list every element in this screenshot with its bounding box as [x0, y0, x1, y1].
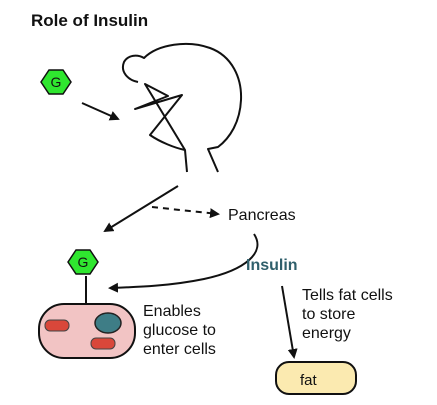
enables-line-1: Enables — [143, 303, 201, 320]
body-cell — [38, 303, 136, 359]
tells-line-3: energy — [302, 325, 351, 342]
insulin-label: Insulin — [246, 257, 298, 274]
glucose-molecule-top: G — [40, 69, 72, 95]
arrow-glucose-to-mouth — [81, 102, 120, 121]
enables-glucose-text: Enables glucose to enter cells — [143, 302, 216, 359]
enables-line-2: glucose to — [143, 322, 216, 339]
arrow-to-bloodstream — [103, 185, 179, 233]
arrow-insulin-to-fat — [281, 285, 298, 359]
tells-fat-cells-text: Tells fat cells to store energy — [302, 286, 393, 343]
fat-label: fat — [300, 372, 317, 389]
glucose-label-top: G — [51, 74, 62, 90]
tells-line-1: Tells fat cells — [302, 287, 393, 304]
fat-cell — [275, 361, 357, 395]
head-silhouette — [122, 42, 243, 173]
glucose-molecule-lower: G — [67, 249, 99, 275]
tells-line-2: to store — [302, 306, 356, 323]
organelle-left — [44, 319, 70, 332]
insulin-pathway-curve — [108, 233, 259, 293]
cell-nucleus — [94, 312, 122, 334]
organelle-bottom — [90, 337, 116, 350]
dashed-arrow-to-pancreas — [151, 206, 220, 219]
glucose-hexagon — [40, 69, 72, 95]
diagram-title: Role of Insulin — [31, 11, 149, 30]
pancreas-label: Pancreas — [228, 207, 296, 224]
glucose-label-lower: G — [78, 254, 89, 270]
enables-line-3: enter cells — [143, 341, 216, 358]
glucose-hexagon — [67, 249, 99, 275]
